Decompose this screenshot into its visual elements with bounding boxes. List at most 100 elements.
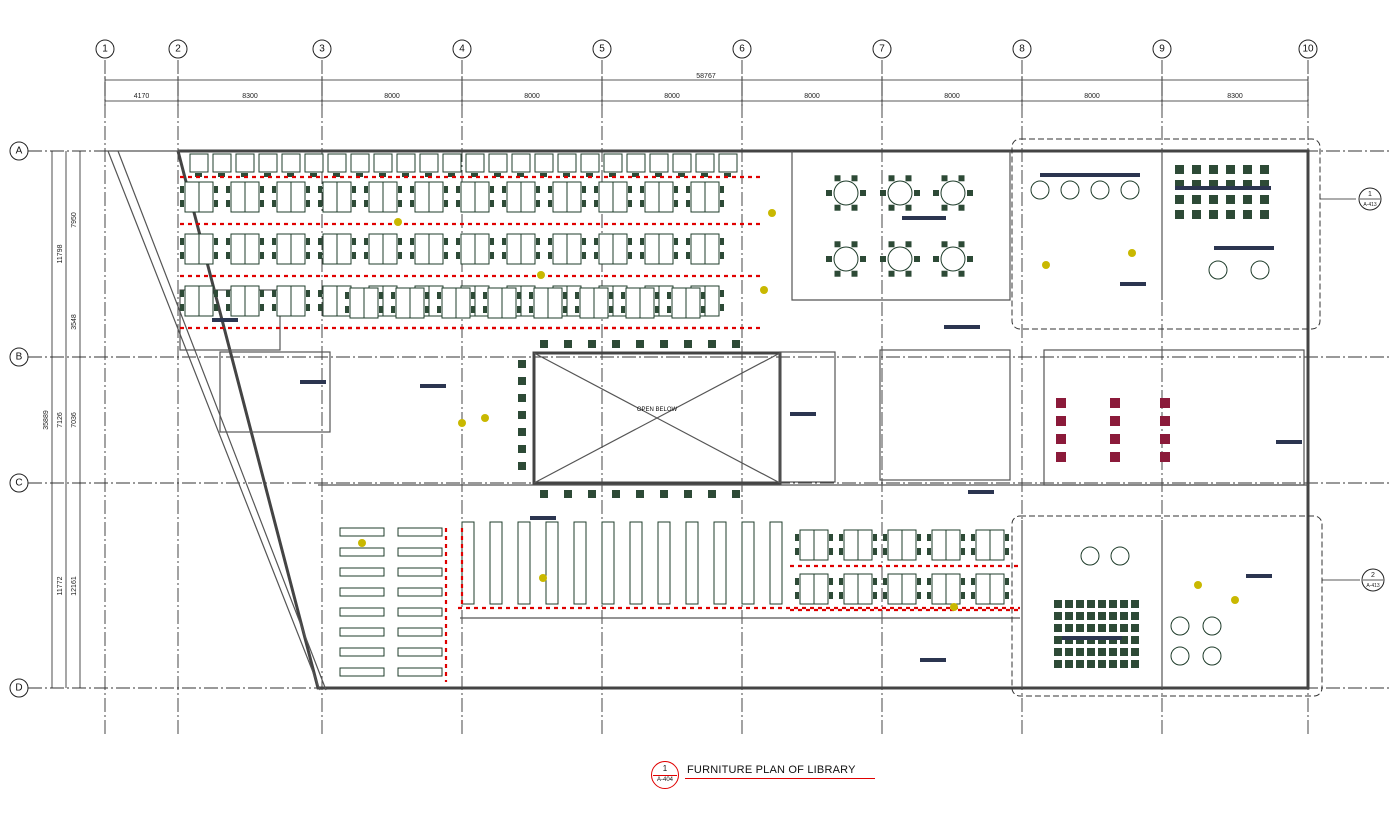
round-table-set xyxy=(826,241,866,277)
chair xyxy=(636,490,644,498)
chair xyxy=(356,173,363,177)
chair xyxy=(180,238,184,245)
desk-cluster xyxy=(456,181,494,213)
lecture-seat xyxy=(1120,636,1128,644)
lounge-chair xyxy=(1209,180,1218,189)
room-tag xyxy=(420,384,446,388)
chair xyxy=(888,204,895,211)
carrel xyxy=(258,153,278,173)
chair xyxy=(941,241,948,248)
lecture-seat xyxy=(1120,600,1128,608)
lecture-seat xyxy=(1131,636,1139,644)
chair xyxy=(1005,534,1009,541)
round-table xyxy=(833,246,859,272)
chair xyxy=(272,252,276,259)
plant-icon xyxy=(1194,581,1202,589)
lounge-chair xyxy=(1226,210,1235,219)
chair xyxy=(873,534,877,541)
desk-cluster xyxy=(971,529,1009,561)
chair xyxy=(410,200,414,207)
section-marker-1-number: 1 xyxy=(1368,191,1372,198)
chair xyxy=(839,578,843,585)
chair xyxy=(594,252,598,259)
bay-dimension-8: 8000 xyxy=(1084,93,1100,100)
chair xyxy=(226,200,230,207)
chair xyxy=(655,173,662,177)
round-table-set xyxy=(826,175,866,211)
bookshelf xyxy=(489,521,503,605)
chair xyxy=(490,186,494,193)
grid-label-6: 6 xyxy=(739,44,745,55)
chair xyxy=(612,490,620,498)
chair xyxy=(272,238,276,245)
carrel xyxy=(534,153,554,173)
wc-fixture xyxy=(1160,452,1170,462)
carrel xyxy=(511,153,531,173)
chair xyxy=(444,252,448,259)
round-table-set xyxy=(880,175,920,211)
chair xyxy=(609,306,613,313)
chair xyxy=(444,186,448,193)
room-tag xyxy=(1062,636,1122,640)
wc-fixture xyxy=(1056,398,1066,408)
chair xyxy=(352,252,356,259)
room-tag xyxy=(968,490,994,494)
round-table xyxy=(887,246,913,272)
detail-number-circle xyxy=(651,761,679,789)
small-round-table xyxy=(1110,546,1130,566)
small-round-table xyxy=(1090,180,1110,200)
chair xyxy=(667,306,671,313)
shelf-unit xyxy=(397,627,443,637)
lecture-seat xyxy=(1131,624,1139,632)
desk-cluster xyxy=(180,285,218,317)
chair xyxy=(686,186,690,193)
desk-cluster xyxy=(318,181,356,213)
chair xyxy=(609,292,613,299)
lecture-seat xyxy=(1098,648,1106,656)
carrel xyxy=(442,153,462,173)
chair xyxy=(456,186,460,193)
lecture-seat xyxy=(1098,660,1106,668)
shelf-unit xyxy=(397,567,443,577)
chair xyxy=(502,238,506,245)
lecture-seat xyxy=(1109,660,1117,668)
lecture-seat xyxy=(1131,660,1139,668)
carrel xyxy=(281,153,301,173)
furniture-layout xyxy=(180,153,1302,682)
chair xyxy=(967,256,973,262)
section-marker-1: 1 A-413 xyxy=(1320,187,1382,211)
wc-fixture xyxy=(1110,398,1120,408)
chair xyxy=(260,304,264,311)
chair xyxy=(708,340,716,348)
grid-bubble-7 xyxy=(872,39,892,59)
chair xyxy=(612,340,620,348)
grid-bubble-A xyxy=(9,141,29,161)
carrel xyxy=(304,153,324,173)
chair xyxy=(306,304,310,311)
bookshelf xyxy=(741,521,755,605)
chair xyxy=(226,186,230,193)
lecture-seat xyxy=(1065,648,1073,656)
chair xyxy=(318,304,322,311)
chair xyxy=(402,173,409,177)
shelf-unit xyxy=(339,567,385,577)
chair xyxy=(456,252,460,259)
chair xyxy=(260,238,264,245)
chair xyxy=(684,490,692,498)
chair xyxy=(851,270,858,277)
chair xyxy=(437,306,441,313)
drawing-title-block: 1 A-404 FURNITURE PLAN OF LIBRARY xyxy=(651,761,891,797)
chair xyxy=(398,200,402,207)
chair xyxy=(826,190,832,196)
shelf-unit xyxy=(397,667,443,677)
chair xyxy=(214,238,218,245)
chair xyxy=(594,200,598,207)
chair xyxy=(829,578,833,585)
lecture-seat xyxy=(1109,612,1117,620)
chair xyxy=(260,252,264,259)
desk-cluster xyxy=(272,181,310,213)
chair xyxy=(318,238,322,245)
lecture-seat xyxy=(1098,612,1106,620)
lounge-chair xyxy=(1209,195,1218,204)
desk-cluster xyxy=(927,529,965,561)
